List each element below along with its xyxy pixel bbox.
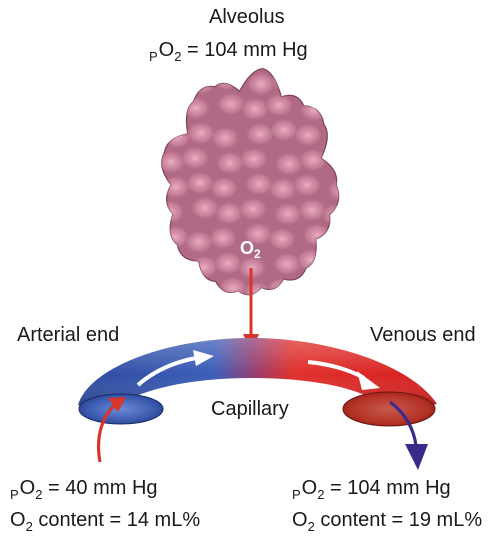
oxygen-label: O2 [240,238,261,261]
alveolus-po2: PO2 = 104 mm Hg [149,39,308,64]
alveolus [161,68,340,296]
alveolus-bubble [329,69,339,93]
alveolus-bubble [181,96,211,120]
alveolus-bubble [161,175,191,199]
alveolus-bubble [210,126,240,150]
alveolus-bubble [208,226,238,250]
venous-opening [342,391,436,427]
alveolus-bubble [268,177,298,201]
alveolus-bubble [184,230,214,254]
alveolus-bubble [301,282,331,295]
alveolus-bubble [243,222,273,246]
arterial-end-label: Arterial end [17,324,120,346]
alveolus-bubble [190,196,220,220]
alveolus-bubble [327,178,339,202]
alveolus-bubble [266,277,296,295]
alveolus-bubble [323,94,339,118]
flow-arrow-right [307,360,380,390]
alveolus-bubble [299,98,329,122]
alveolus-bubble [161,150,186,174]
arterial-o2-content: O2 content = 14 mL% [10,509,201,534]
alveolus-bubble [326,228,339,252]
inflow-arrow [96,397,126,463]
alveolus-bubble [187,71,217,95]
alveolus-bubble [244,172,274,196]
alveolus-bubble [274,152,304,176]
alveolus-bubble [264,93,294,117]
alveolus-bubble [296,248,326,272]
alveolus-bubble [180,146,210,170]
alveolus-bubble [161,200,185,224]
alveolus-bubble [215,151,245,175]
alveolus-bubble [328,119,339,143]
alveolus-bubble [270,68,300,92]
alveolus-bubble [245,122,275,146]
alveolus-bubble [325,278,339,295]
alveolus-bubble [209,176,239,200]
alveolus-bubble [322,144,339,168]
alveolus-bubble [320,253,339,277]
alveolus-bubble [293,123,323,147]
alveolus-bubble [211,68,241,91]
alveolus-bubble [186,121,216,145]
venous-o2-content: O2 content = 19 mL% [292,509,483,534]
alveolus-texture [161,68,339,295]
venous-po2: PO2 = 104 mm Hg [292,477,451,502]
alveolus-bubble [161,275,189,295]
outflow-arrow [389,400,428,470]
alveolus-bubble [214,201,244,225]
flow-arrow-left [136,350,214,387]
alveolus-bubble [267,227,297,251]
capillary-label: Capillary [211,398,289,420]
alveolus-bubble [183,280,213,295]
alveolus-bubble [213,251,243,275]
alveolus-bubble [294,73,324,97]
arterial-opening [78,393,164,425]
alveolus-bubble [239,147,269,171]
alveolus-bubble [161,250,184,274]
alveolus-bubble [216,92,246,116]
alveolus-bubble [297,198,327,222]
alveolus-bubble [238,197,268,221]
capillary [78,338,437,427]
alveolus-bubble [272,252,302,276]
alveolus-bubble [273,202,303,226]
alveolus-bubble [292,173,322,197]
alveolus-bubble [161,100,187,124]
alveolus-bubble [302,223,332,247]
alveolus-title: Alveolus [209,6,285,28]
alveolus-bubble [269,118,299,142]
alveolus-bubble [246,72,276,96]
alveolus-bubble [161,68,182,90]
alveolus-bubble [240,97,270,121]
alveolus-bubble [321,203,339,227]
alveolus-bubble [185,171,215,195]
venous-end-label: Venous end [370,324,476,346]
alveolus-bubble [298,148,328,172]
arterial-po2: PO2 = 40 mm Hg [10,477,158,502]
